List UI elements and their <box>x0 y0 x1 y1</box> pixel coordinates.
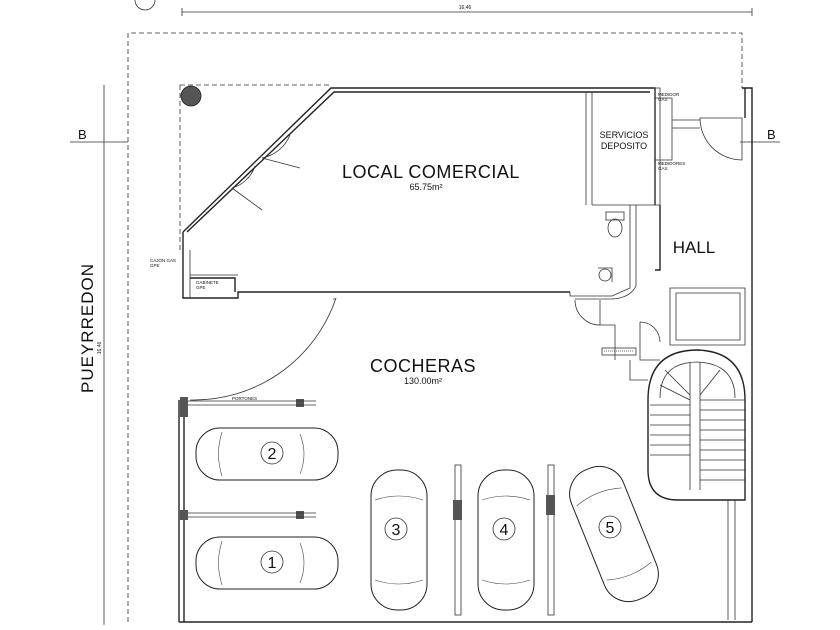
svg-text:4: 4 <box>500 522 509 539</box>
staircase <box>647 349 746 501</box>
local-comercial-area: 65.75m² <box>409 182 442 192</box>
parking-spot-1: 1 <box>195 536 339 590</box>
parking-spot-5: 5 <box>569 465 659 603</box>
top-dimension: 16,46 <box>134 0 753 16</box>
parking-spot-4: 4 <box>477 469 535 611</box>
cocheras-name: COCHERAS <box>370 356 476 376</box>
section-mark-right: B <box>740 127 780 143</box>
local-comercial-name: LOCAL COMERCIAL <box>342 162 520 182</box>
svg-text:B: B <box>78 127 87 142</box>
deposito-label: DEPOSITO <box>601 141 647 151</box>
portones-post-top <box>180 397 188 417</box>
side-dimension: 16,46 <box>97 85 105 625</box>
section-mark-left: B <box>70 127 128 143</box>
side-dimension-label: 16,46 <box>97 342 103 355</box>
hall-name: HALL <box>673 238 716 257</box>
hall-area <box>574 117 746 381</box>
exterior-walls <box>178 87 753 623</box>
cocheras-area <box>180 297 555 616</box>
top-dimension-label: 16,46 <box>459 5 472 11</box>
parking-spot-3: 3 <box>370 469 428 611</box>
svg-text:3: 3 <box>392 522 401 539</box>
svg-text:2: 2 <box>268 446 277 463</box>
svg-text:1: 1 <box>268 555 277 572</box>
portones-label: PORTONES <box>232 396 257 401</box>
svg-text:5: 5 <box>606 520 615 537</box>
servicios-label: SERVICIOS <box>600 130 649 140</box>
parking-spot-2: 2 <box>195 427 339 481</box>
cocheras-area-value: 130.00m² <box>404 376 442 386</box>
lot-boundary <box>127 32 743 622</box>
svg-text:B: B <box>767 127 776 142</box>
local-comercial-room <box>179 84 700 300</box>
street-name: PUEYRREDON <box>78 263 97 393</box>
